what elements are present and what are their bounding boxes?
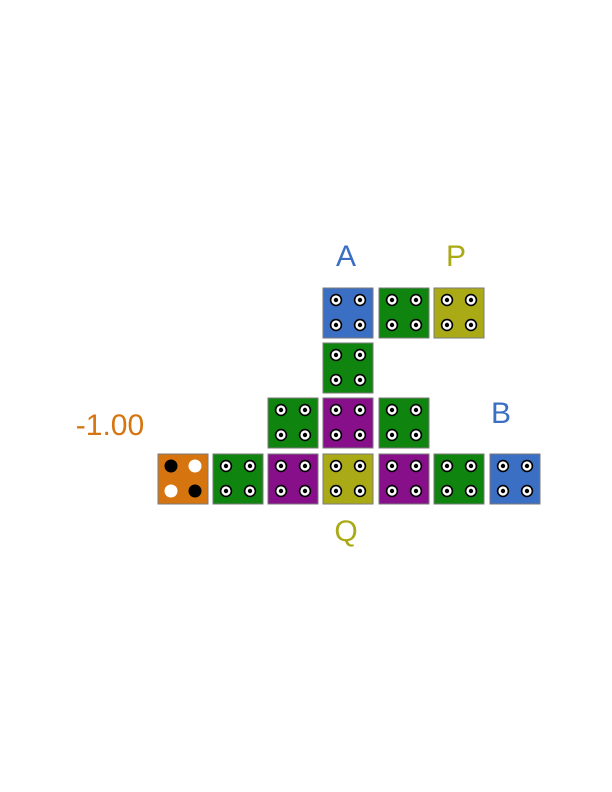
black-dot [164,459,178,473]
ring-dot-center [500,488,506,494]
ring-dot-center [357,463,363,469]
tile-square [267,397,319,449]
ring-dot-center [468,488,474,494]
white-dot [188,459,202,473]
ring-dot-center [333,432,339,438]
ring-dot-center [413,297,419,303]
tile-mid-right [378,397,430,449]
ring-dot-center [302,432,308,438]
label-p: P [446,240,466,273]
ring-dot-center [247,488,253,494]
ring-dot-center [524,463,530,469]
ring-dot-center [223,463,229,469]
ring-dot-center [389,488,395,494]
tile-bottom-3 [267,453,319,505]
ring-dot-center [444,297,450,303]
ring-dot-center [278,407,284,413]
ring-dot-center [333,463,339,469]
tile-bottom-5 [378,453,430,505]
ring-dot-center [468,322,474,328]
tile-top-green [378,287,430,339]
ring-dot-center [333,488,339,494]
tile-a [322,287,374,339]
ring-dot-center [389,297,395,303]
ring-dot-center [357,352,363,358]
tile-square [157,453,209,505]
tile-square [322,342,374,394]
ring-dot-center [357,407,363,413]
ring-dot-center [524,488,530,494]
black-dot [188,484,202,498]
ring-dot-center [444,463,450,469]
ring-dot-center [357,322,363,328]
ring-dot-center [357,488,363,494]
ring-dot-center [223,488,229,494]
ring-dot-center [413,488,419,494]
ring-dot-center [357,377,363,383]
ring-dot-center [389,463,395,469]
ring-dot-center [333,407,339,413]
tile-value [157,453,209,505]
ring-dot-center [333,322,339,328]
ring-dot-center [333,377,339,383]
tile-square [322,397,374,449]
ring-dot-center [413,407,419,413]
label-b: B [491,397,511,430]
tile-square [322,453,374,505]
ring-dot-center [333,297,339,303]
ring-dot-center [389,407,395,413]
label-q: Q [334,515,357,548]
tile-square [489,453,541,505]
ring-dot-center [413,463,419,469]
ring-dot-center [468,297,474,303]
tile-square [433,453,485,505]
tile-square [378,453,430,505]
label-a: A [336,240,356,273]
ring-dot-center [389,432,395,438]
ring-dot-center [302,488,308,494]
tile-b [489,453,541,505]
ring-dot-center [278,488,284,494]
ring-dot-center [278,463,284,469]
ring-dot-center [468,463,474,469]
tile-square [322,287,374,339]
tile-mid-center [322,397,374,449]
tile-upper-stem [322,342,374,394]
tile-mid-left [267,397,319,449]
ring-dot-center [357,297,363,303]
tile-square [378,287,430,339]
ring-dot-center [444,322,450,328]
ring-dot-center [500,463,506,469]
ring-dot-center [357,432,363,438]
ring-dot-center [413,322,419,328]
ring-dot-center [389,322,395,328]
ring-dot-center [302,463,308,469]
tile-bottom-6 [433,453,485,505]
white-dot [164,484,178,498]
tile-square [212,453,264,505]
ring-dot-center [444,488,450,494]
ring-dot-center [413,432,419,438]
tile-p [433,287,485,339]
tile-bottom-2 [212,453,264,505]
tile-square [433,287,485,339]
tile-square [267,453,319,505]
ring-dot-center [333,352,339,358]
ring-dot-center [278,432,284,438]
tile-square [378,397,430,449]
tile-q [322,453,374,505]
value-label: -1.00 [76,409,144,442]
ring-dot-center [247,463,253,469]
ring-dot-center [302,407,308,413]
tile-group [157,287,541,505]
